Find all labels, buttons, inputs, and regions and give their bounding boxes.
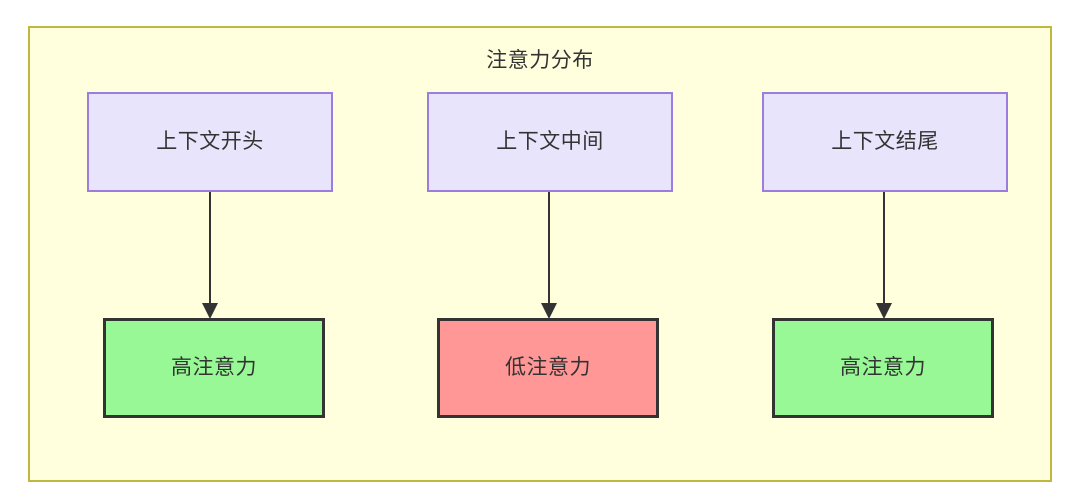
node-label: 上下文结尾 — [831, 130, 939, 154]
node-label: 高注意力 — [171, 356, 257, 380]
node-low-attention-middle[interactable]: 低注意力 — [437, 318, 659, 418]
node-context-middle[interactable]: 上下文中间 — [427, 92, 673, 192]
node-label: 高注意力 — [840, 356, 926, 380]
node-high-attention-begin[interactable]: 高注意力 — [103, 318, 325, 418]
subgraph-title: 注意力分布 — [486, 49, 594, 72]
node-label: 上下文开头 — [156, 130, 264, 154]
node-label: 低注意力 — [505, 356, 591, 380]
node-high-attention-end[interactable]: 高注意力 — [772, 318, 994, 418]
node-context-begin[interactable]: 上下文开头 — [87, 92, 333, 192]
node-label: 上下文中间 — [496, 130, 604, 154]
node-context-end[interactable]: 上下文结尾 — [762, 92, 1008, 192]
